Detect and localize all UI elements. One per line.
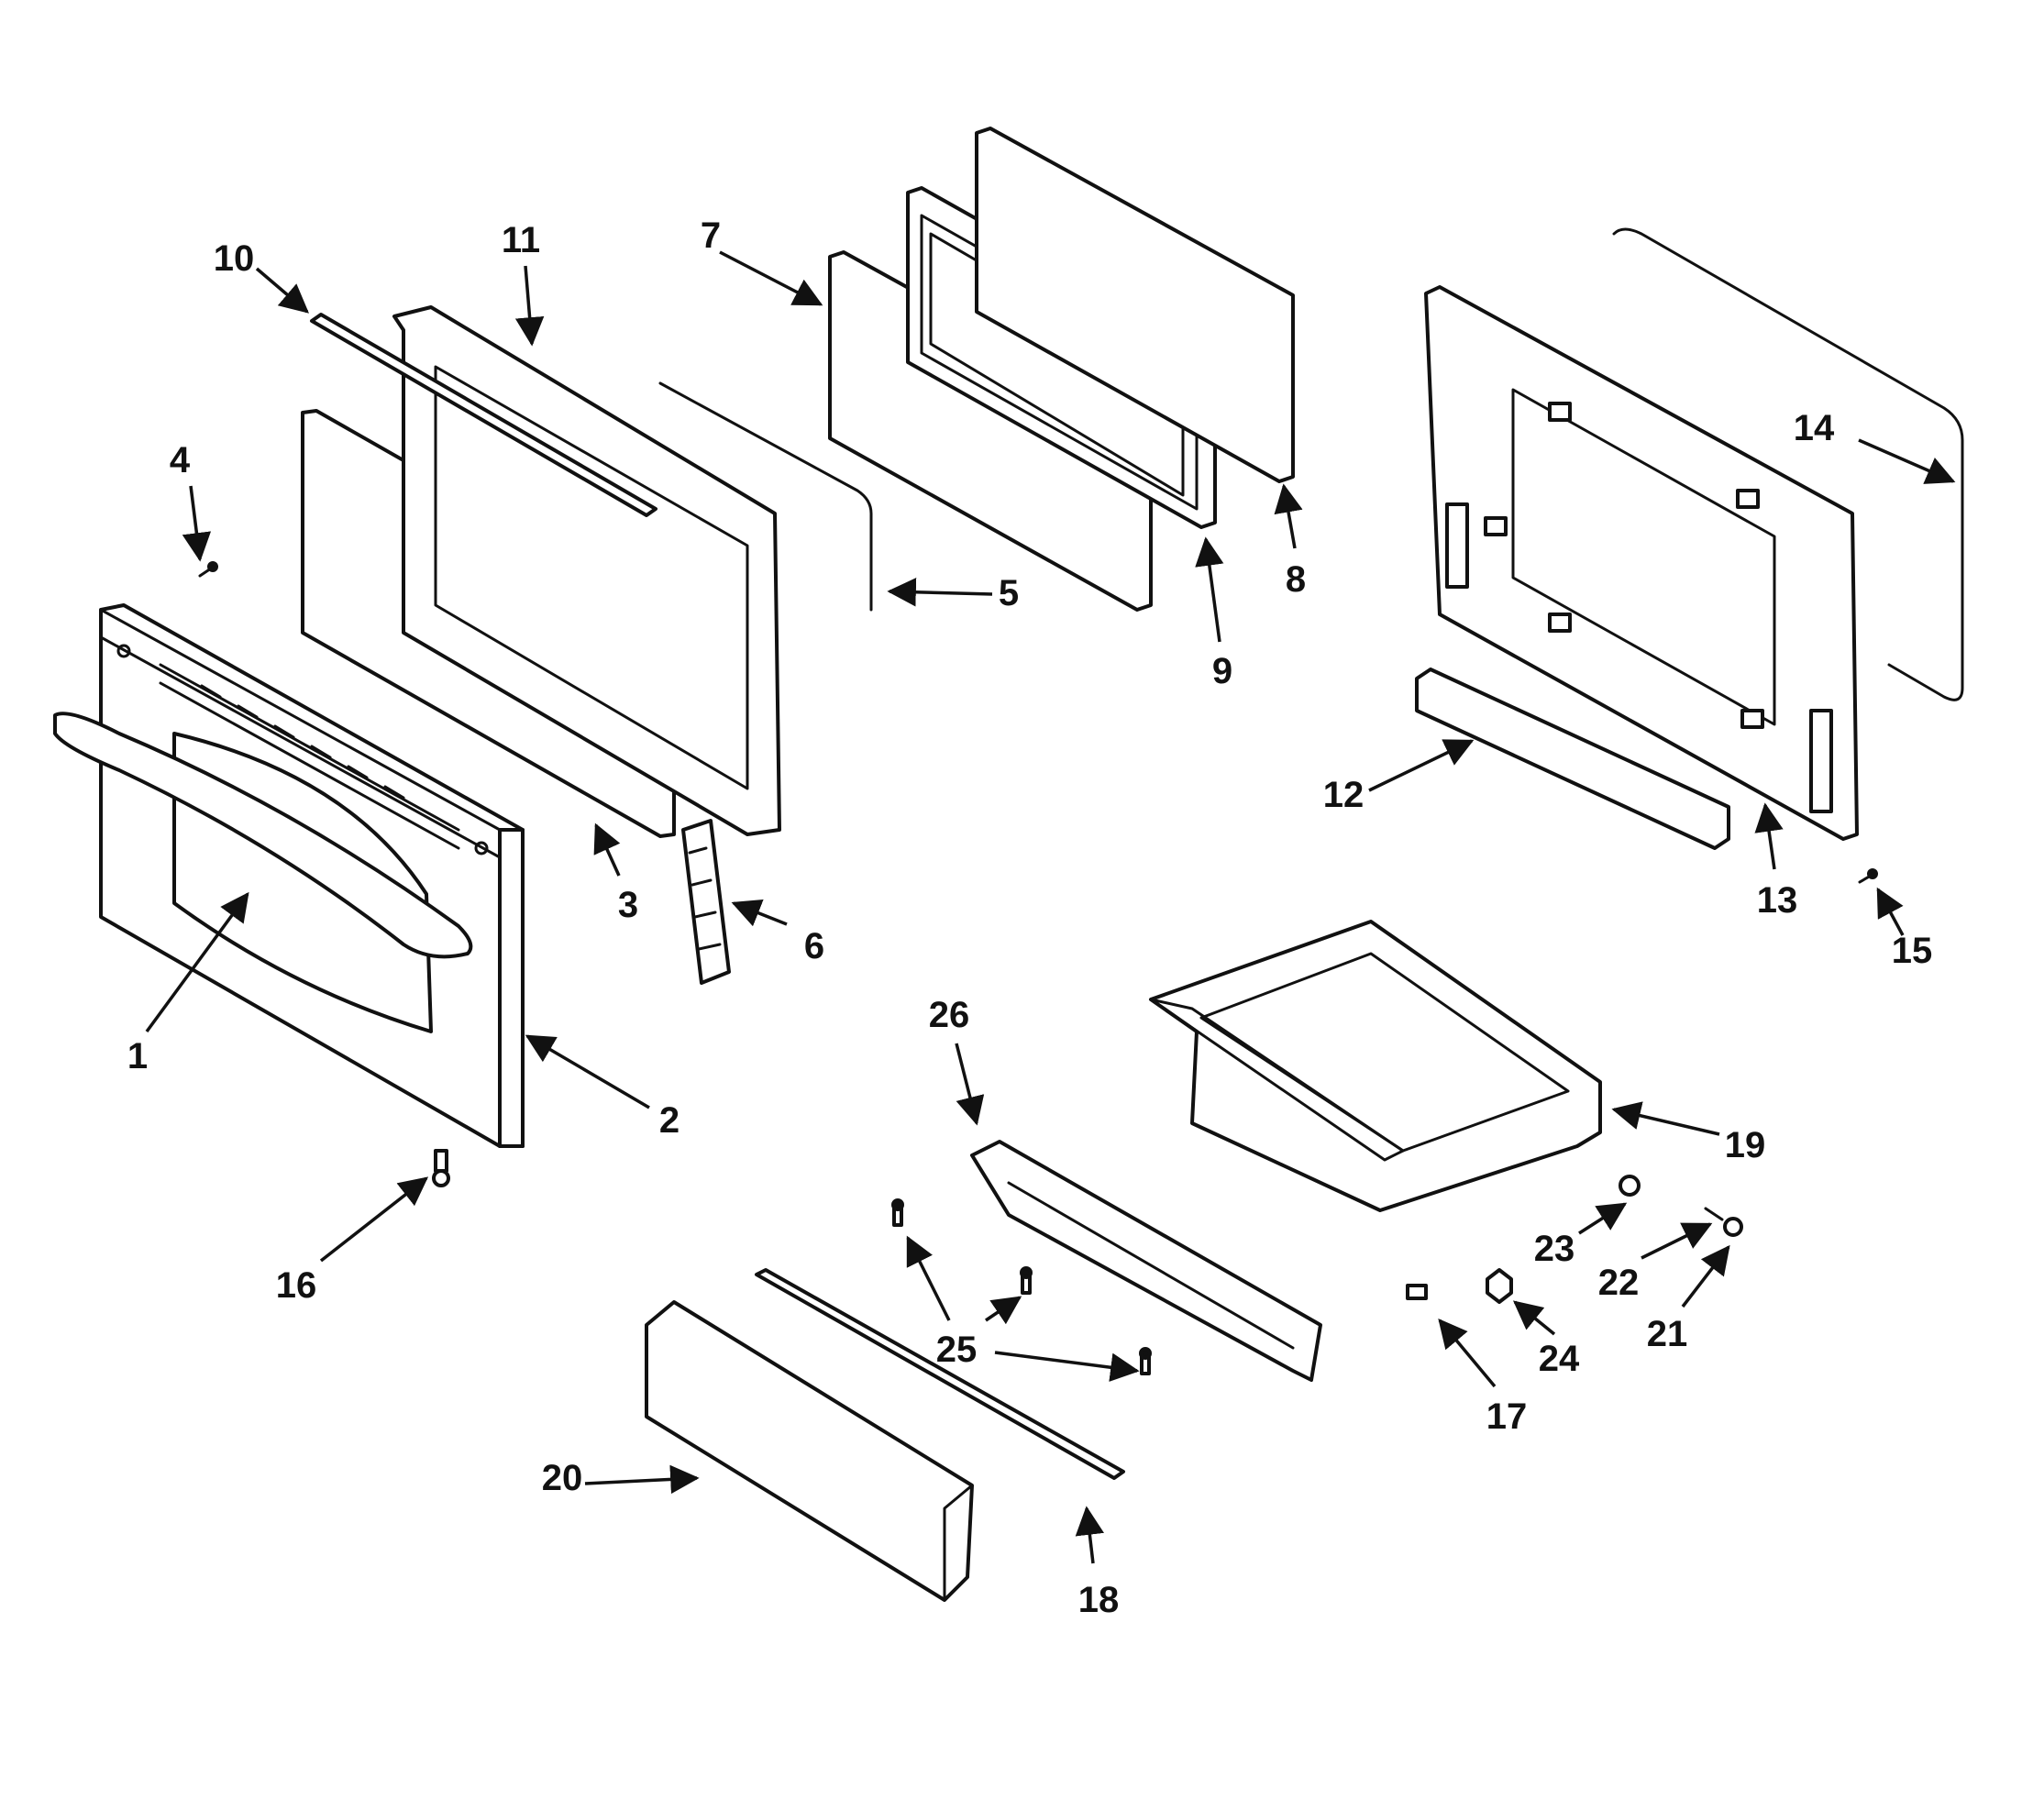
callout-6: 6 [804, 926, 824, 966]
screw-15 [1858, 868, 1878, 884]
callout-3: 3 [618, 885, 638, 925]
door-back-panel [1424, 285, 1859, 841]
callout-11: 11 [502, 220, 540, 260]
callout-labels: 1 2 3 4 5 6 7 8 9 10 11 12 13 14 15 16 1… [127, 215, 1932, 1620]
callout-12: 12 [1323, 775, 1365, 815]
callout-19: 19 [1725, 1125, 1766, 1165]
callout-20: 20 [542, 1458, 583, 1498]
inner-door-liner [392, 305, 781, 836]
callout-25: 25 [936, 1330, 978, 1370]
door-trim-strip [310, 313, 657, 517]
door-handle [53, 712, 473, 959]
callout-13: 13 [1757, 880, 1798, 921]
callout-1: 1 [127, 1036, 148, 1076]
nut-23 [1619, 1175, 1641, 1197]
callout-5: 5 [999, 573, 1019, 613]
callout-16: 16 [276, 1265, 317, 1306]
clip-17 [1406, 1284, 1428, 1300]
storage-drawer-pan [1149, 920, 1602, 1212]
callout-4: 4 [170, 440, 191, 480]
door-seal-gasket [1612, 227, 1964, 701]
door-outer-panel [53, 603, 525, 1148]
screw-4 [198, 561, 218, 578]
leader-lines [145, 250, 1956, 1564]
callout-14: 14 [1794, 408, 1835, 448]
drawer-front-support [970, 1140, 1322, 1382]
bottom-vent-trim [1415, 668, 1730, 850]
door-vent-slots [159, 663, 460, 850]
outer-glass-panel [975, 127, 1295, 483]
nut-24 [1486, 1268, 1513, 1304]
callout-23: 23 [1534, 1229, 1575, 1269]
drawer-front-panel [645, 1300, 974, 1602]
callout-18: 18 [1078, 1580, 1120, 1620]
door-gasket [658, 381, 873, 612]
callout-24: 24 [1539, 1339, 1580, 1379]
screw-16 [432, 1149, 450, 1187]
callout-17: 17 [1486, 1396, 1528, 1437]
screws-25 [891, 1198, 1152, 1375]
roller-21 [1723, 1217, 1743, 1237]
callout-2: 2 [659, 1100, 679, 1141]
drawer-trim-strip [755, 1268, 1125, 1480]
callout-22: 22 [1598, 1263, 1640, 1303]
callout-10: 10 [214, 238, 255, 279]
callout-15: 15 [1892, 931, 1933, 971]
callout-9: 9 [1212, 651, 1232, 691]
door-hinge-bracket [681, 819, 731, 985]
callout-21: 21 [1647, 1314, 1688, 1354]
bolt-22 [1704, 1207, 1724, 1221]
callout-7: 7 [701, 215, 721, 256]
callout-26: 26 [929, 995, 970, 1035]
callout-8: 8 [1286, 559, 1306, 600]
